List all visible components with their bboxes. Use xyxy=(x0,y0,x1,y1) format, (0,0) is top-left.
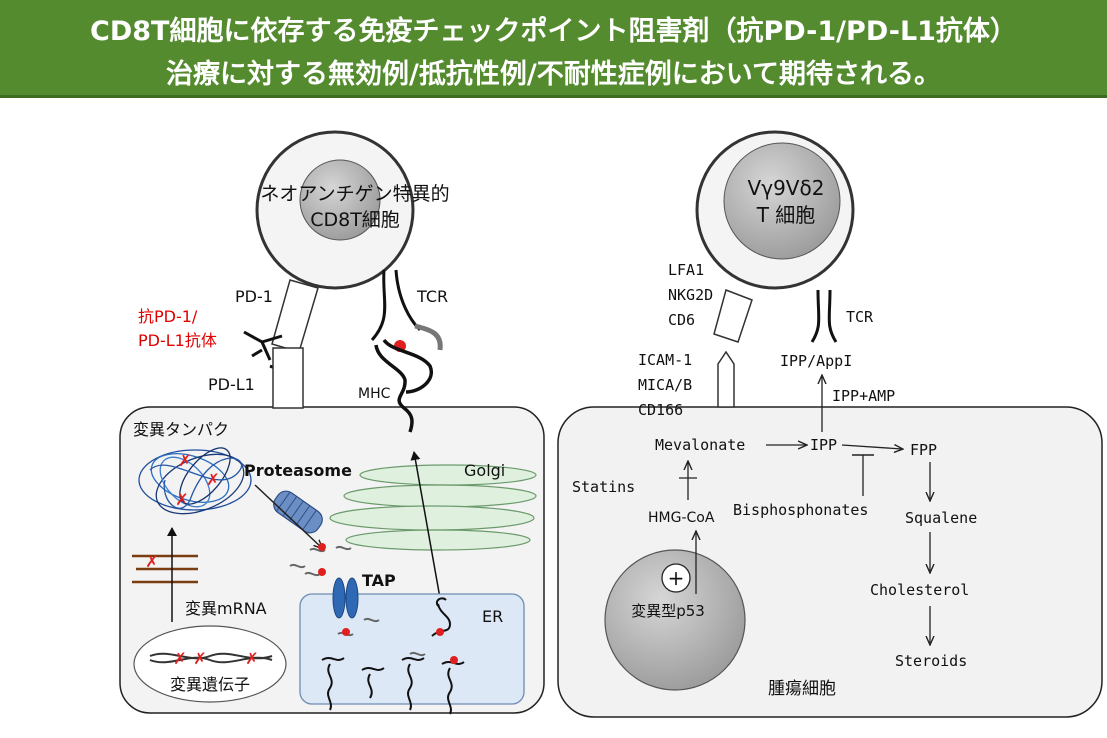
title-banner: CD8T細胞に依存する免疫チェックポイント阻害剤（抗PD-1/PD-L1抗体） … xyxy=(0,0,1107,98)
tap-label: TAP xyxy=(362,571,396,590)
squalene-label: Squalene xyxy=(905,509,977,527)
statins-label: Statins xyxy=(572,478,635,496)
bisphosphonates-label: Bisphosphonates xyxy=(733,501,868,519)
proteasome-label: Proteasome xyxy=(244,461,352,480)
gd-t-nucleus xyxy=(723,142,841,260)
adhesion-ligand xyxy=(717,350,735,408)
plus-sign: + xyxy=(668,566,685,590)
gd-cell-label-1: Vγ9Vδ2 xyxy=(748,176,825,200)
mutation-mark: ✗ xyxy=(175,490,188,509)
proteasome-arrow xyxy=(254,484,322,548)
mutation-mark: ✗ xyxy=(145,552,158,571)
peptide-dot xyxy=(318,568,326,576)
title-line-1: CD8T細胞に依存する免疫チェックポイント阻害剤（抗PD-1/PD-L1抗体） xyxy=(90,16,1017,47)
golgi-label: Golgi xyxy=(464,461,505,480)
tcr-peptide xyxy=(414,323,443,351)
mhc-label: MHC xyxy=(358,386,391,402)
tumor-nucleus xyxy=(604,549,746,691)
mevalonate-label: Mevalonate xyxy=(655,436,745,454)
fpp-label: FPP xyxy=(910,441,937,459)
ligand-label: MICA/B xyxy=(638,376,692,394)
receptor-label: NKG2D xyxy=(668,286,713,304)
mutation-mark: ✗ xyxy=(193,649,206,668)
mutation-mark: ✗ xyxy=(178,451,191,470)
pd1-receptor xyxy=(271,279,319,353)
gene-label: 変異遺伝子 xyxy=(170,675,250,694)
tumor-cell-label: 腫瘍細胞 xyxy=(768,679,836,699)
receptor-label: CD6 xyxy=(668,311,695,329)
ligand-label: ICAM-1 xyxy=(638,351,692,369)
pdl1-label: PD-L1 xyxy=(208,375,255,394)
ipp-label: IPP xyxy=(810,436,837,454)
cd8-cell-label-2: CD8T細胞 xyxy=(310,209,400,231)
antibody-shape xyxy=(243,330,285,374)
receptor-label: LFA1 xyxy=(668,261,704,279)
tcr-label-right: TCR xyxy=(846,308,874,326)
er-peptide-dot xyxy=(450,656,458,664)
gene-nucleus xyxy=(133,625,287,703)
p53-label: 変異型p53 xyxy=(631,602,705,620)
mutation-mark: ✗ xyxy=(173,649,186,668)
ipp-to-fpp-arrow xyxy=(841,445,902,449)
tap-transporter xyxy=(345,577,359,619)
pdl1-ligand xyxy=(272,347,304,409)
tcr-left xyxy=(370,269,422,342)
adhesion-receptor xyxy=(713,289,753,343)
anti-pd1-label-2: PD-L1抗体 xyxy=(138,331,217,350)
ipp-apppi-label: IPP/AppI xyxy=(780,352,852,370)
peptide-dot xyxy=(318,543,326,551)
hmg-coa-label: HMG-CoA xyxy=(648,510,715,526)
mhc-beta xyxy=(382,338,434,394)
er-peptide-dot xyxy=(436,628,444,636)
plus-icon xyxy=(661,563,691,593)
title-line-2: 治療に対する無効例/抵抗性例/不耐性症例において期待される。 xyxy=(166,59,941,90)
dna-double-helix xyxy=(149,652,273,664)
proteasome-icon xyxy=(273,490,323,534)
mhc-transport-arrow xyxy=(410,451,441,599)
cd8-nucleus xyxy=(299,159,381,241)
cd8-cell-label-1: ネオアンチゲン特異的 xyxy=(260,183,449,205)
er-mhc-complexes xyxy=(321,597,465,715)
mutant-protein-tangle xyxy=(138,447,252,515)
tcr-right xyxy=(810,289,838,343)
anti-pd1-label-1: 抗PD-1/ xyxy=(138,307,198,326)
endoplasmic-reticulum xyxy=(299,593,525,705)
peptide-fragments xyxy=(289,545,352,577)
cholesterol-label: Cholesterol xyxy=(870,581,969,599)
mutation-mark: ✗ xyxy=(245,649,258,668)
pd1-label: PD-1 xyxy=(235,287,273,306)
ligand-label: CD166 xyxy=(638,401,683,419)
mhc-molecule xyxy=(374,344,414,433)
tap-transporter xyxy=(332,577,346,619)
steroids-label: Steroids xyxy=(895,652,967,670)
mutation-mark: ✗ xyxy=(206,470,219,489)
er-label: ER xyxy=(482,607,503,626)
golgi-apparatus xyxy=(329,464,537,551)
mrna-label: 変異mRNA xyxy=(185,599,267,618)
tcr-label-left: TCR xyxy=(416,287,448,306)
ipp-amp-label: IPP+AMP xyxy=(832,387,895,405)
gd-cell-label-2: T 細胞 xyxy=(756,203,816,227)
er-peptide-dot xyxy=(342,628,350,636)
mutant-protein-label: 変異タンパク xyxy=(133,420,229,439)
